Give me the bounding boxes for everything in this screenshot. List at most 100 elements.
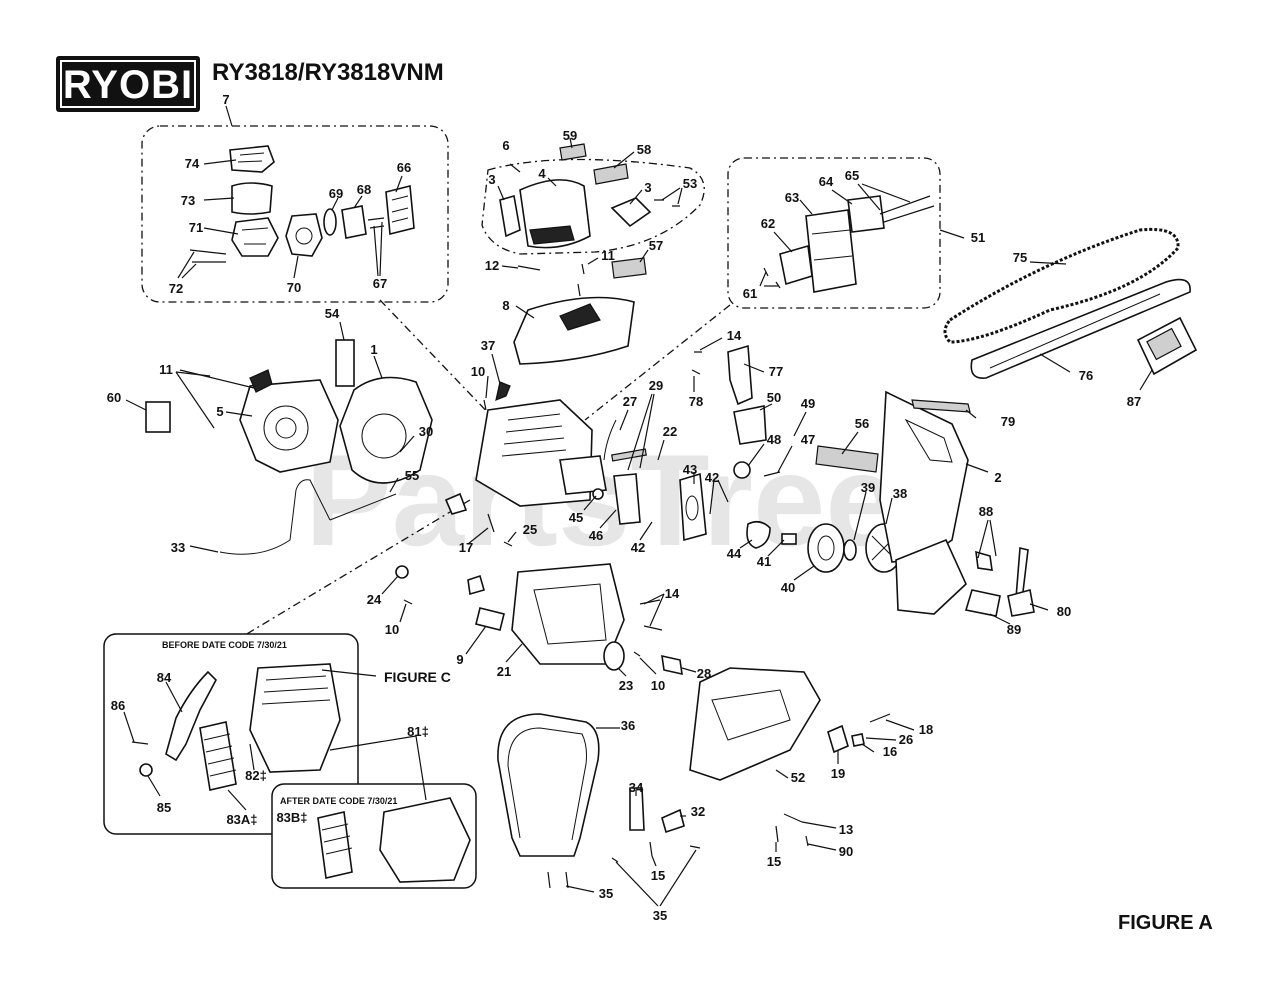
callout-28: 28 (697, 666, 711, 681)
part-16-trigger-part (851, 733, 865, 747)
callout-86: 86 (111, 698, 125, 713)
callout-83a: 83A‡ (226, 812, 257, 827)
callout-61: 61 (743, 286, 757, 301)
part-65-bolts (879, 195, 935, 223)
callout-40: 40 (781, 580, 795, 595)
callout-57: 57 (649, 238, 663, 253)
callout-65: 65 (845, 168, 859, 183)
part-8-engine-cover (513, 296, 635, 365)
callout-77: 77 (769, 364, 783, 379)
part-69-gasket (323, 208, 337, 236)
callout-33: 33 (171, 540, 185, 555)
part-10-screw-lower (403, 599, 413, 605)
callout-3-knob: 3 (644, 180, 651, 195)
part-33-throttle-cable (219, 479, 331, 555)
part-86-screw (131, 741, 149, 745)
callout-19: 19 (831, 766, 845, 781)
part-5-starter-assembly (239, 379, 339, 473)
callout-35-left: 35 (599, 886, 613, 901)
callout-11-left: 11 (159, 362, 173, 377)
callout-18: 18 (919, 722, 933, 737)
callout-53: 53 (683, 176, 697, 191)
callout-50: 50 (767, 390, 781, 405)
part-18-spring (869, 713, 891, 723)
callout-29: 29 (649, 378, 663, 393)
part-15-screw-r (775, 825, 779, 843)
part-46-oil-pump (613, 473, 641, 525)
callout-62: 62 (761, 216, 775, 231)
callout-17: 17 (459, 540, 473, 555)
callout-24: 24 (367, 592, 382, 607)
logo-text: RYOBI (63, 63, 193, 107)
callout-74: 74 (185, 156, 200, 171)
callout-22: 22 (663, 424, 677, 439)
callout-58: 58 (637, 142, 651, 157)
figure-label: FIGURE A (1118, 912, 1213, 934)
callout-2: 2 (994, 470, 1001, 485)
part-43-plate (679, 472, 707, 542)
part-89-label (964, 589, 1001, 617)
part-88-nuts (975, 550, 993, 571)
callout-1: 1 (370, 342, 377, 357)
part-50-plate (733, 405, 767, 445)
callout-76: 76 (1079, 368, 1093, 383)
callout-4: 4 (538, 166, 546, 181)
part-40-clutch-drum (807, 523, 845, 573)
part-55-cable (329, 493, 397, 521)
callout-68: 68 (357, 182, 371, 197)
callout-60: 60 (107, 390, 121, 405)
part-90-pin (805, 835, 809, 847)
part-84-ignition-coil (165, 670, 217, 762)
callout-45: 45 (569, 510, 583, 525)
part-54-sleeve (335, 339, 355, 387)
callout-90: 90 (839, 844, 853, 859)
part-47-screw (763, 471, 781, 477)
callout-38: 38 (893, 486, 907, 501)
part-10-screw (483, 399, 487, 411)
callout-72: 72 (169, 281, 183, 296)
figure-c-label: FIGURE C (384, 669, 451, 685)
part-1-fan-housing (339, 376, 433, 484)
part-24-mount (395, 565, 409, 579)
part-63-muffler (805, 209, 857, 293)
callout-34: 34 (629, 780, 644, 795)
part-41-bearing (781, 533, 797, 545)
callout-10-right: 10 (651, 678, 665, 693)
callout-59: 59 (563, 128, 577, 143)
engine-after (379, 797, 471, 883)
callout-42-right: 42 (705, 470, 719, 485)
engine-figure-c (249, 663, 341, 773)
model-title: RY3818/RY3818VNM (212, 59, 444, 86)
inset-before-title: BEFORE DATE CODE 7/30/21 (162, 640, 287, 650)
callout-47: 47 (801, 432, 815, 447)
callout-66: 66 (397, 160, 411, 175)
part-3-latch (499, 194, 521, 238)
part-9-bracket (475, 607, 505, 631)
callout-26: 26 (899, 732, 913, 747)
callout-36: 36 (621, 718, 635, 733)
part-58-label (593, 163, 629, 185)
callout-15-center: 15 (651, 868, 665, 883)
part-13-spring (783, 813, 803, 823)
callout-67: 67 (373, 276, 387, 291)
inset-after-title: AFTER DATE CODE 7/30/21 (280, 796, 397, 806)
group-outline-51 (727, 157, 941, 309)
callout-12: 12 (485, 258, 499, 273)
part-68-insulator (341, 205, 367, 239)
part-27-hose (603, 419, 617, 461)
callout-52: 52 (791, 770, 805, 785)
callout-75: 75 (1013, 250, 1027, 265)
callout-11-top: 11 (601, 248, 615, 263)
callout-70: 70 (287, 280, 301, 295)
part-14-screws-right (639, 599, 663, 631)
callout-83b: 83B‡ (276, 810, 307, 825)
part-61-screws (763, 267, 781, 289)
callout-78: 78 (689, 394, 703, 409)
part-79-label (911, 399, 971, 413)
callout-5: 5 (216, 404, 223, 419)
callout-46: 46 (589, 528, 603, 543)
callout-39: 39 (861, 480, 875, 495)
part-2-hand-guard (879, 390, 969, 563)
